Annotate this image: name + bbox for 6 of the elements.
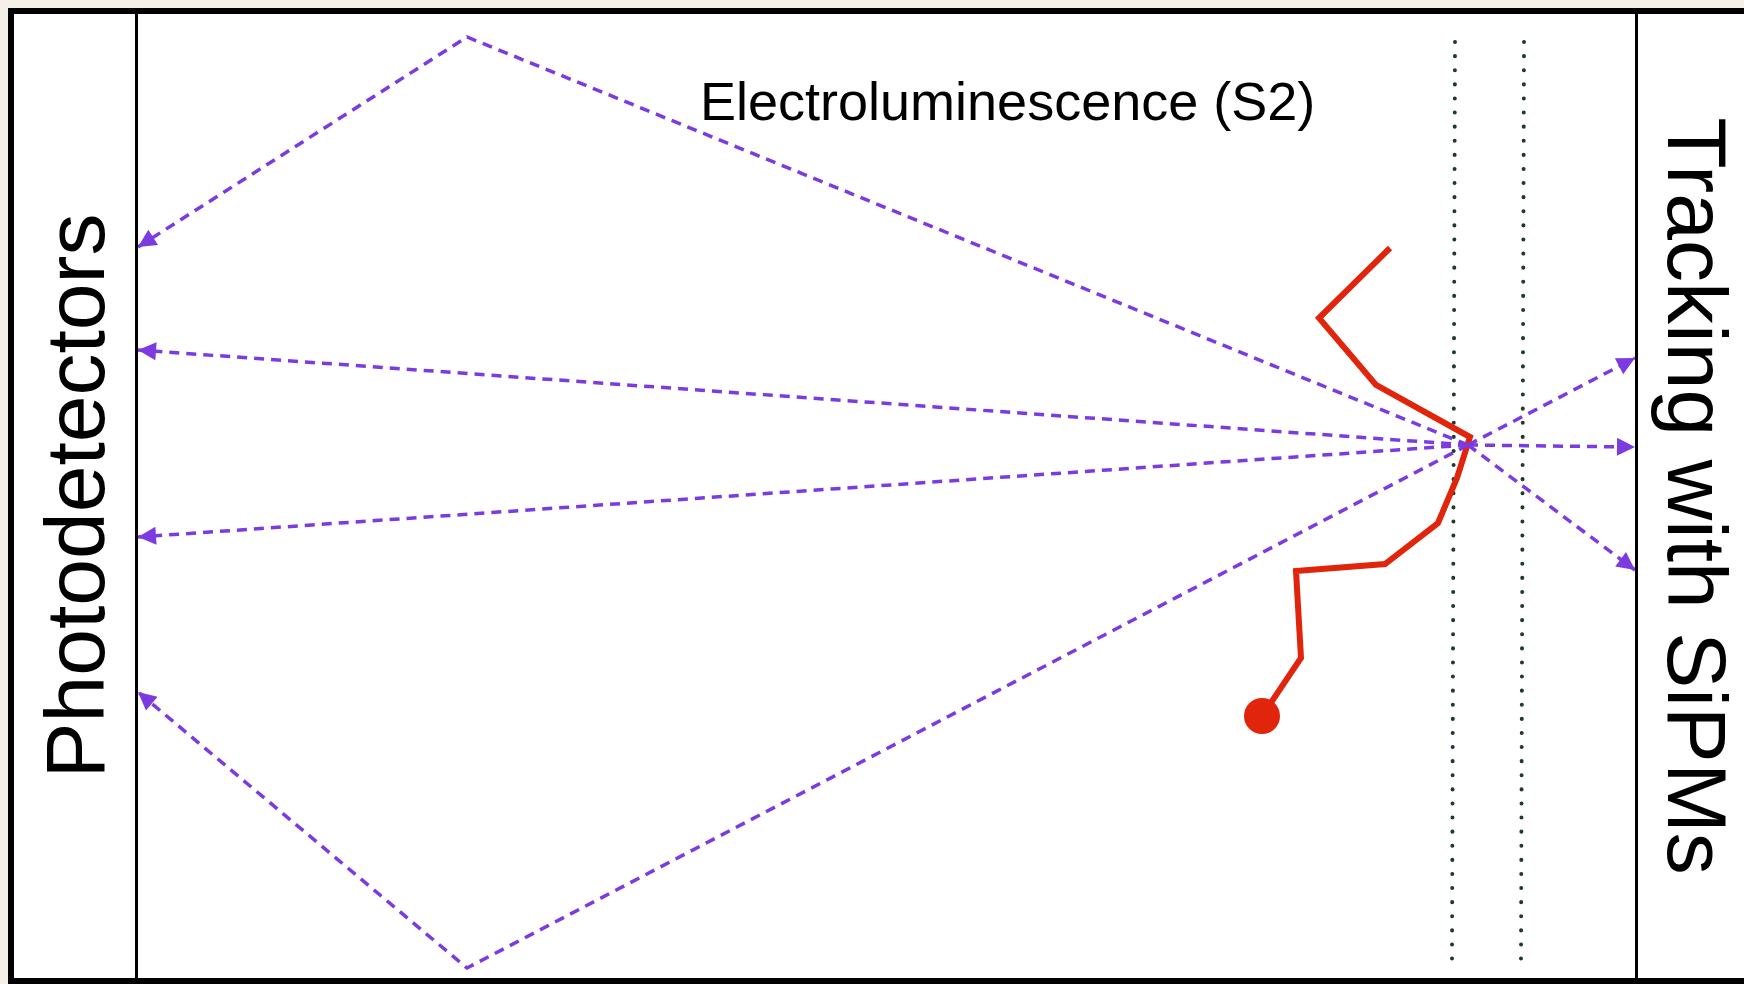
light-ray-arrow	[137, 443, 1469, 545]
light-ray-arrow	[1467, 437, 1636, 456]
light-ray-arrow	[1466, 443, 1637, 572]
light-ray-arrow	[1467, 356, 1636, 447]
light-ray-arrow	[136, 443, 1469, 971]
panel-title: Photodetectors	[32, 213, 117, 779]
